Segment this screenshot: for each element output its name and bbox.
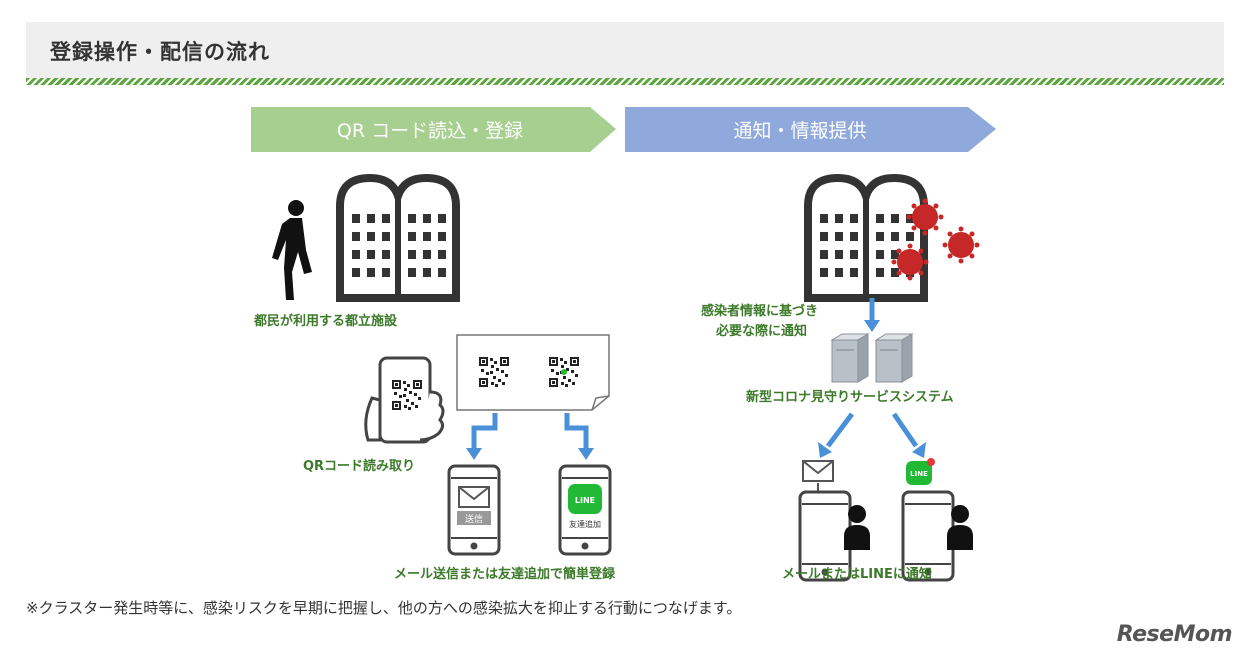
footnote: ※クラスター発生時等に、感染リスクを早期に把握し、他の方への感染拡大を抑止する行… [26, 599, 742, 617]
resemom-logo: ReseMom [1116, 622, 1233, 647]
qr-read-label: QRコード読み取り [303, 458, 415, 474]
server-icon [831, 333, 913, 383]
arrow-to-line-user-icon [891, 412, 926, 458]
qr-code-mail-icon [479, 357, 509, 387]
header-divider [26, 78, 1224, 85]
line-logo-icon: LINE [575, 496, 595, 505]
line-notification-icon: LINE [906, 458, 935, 485]
notify-condition-label-1: 感染者情報に基づき [701, 303, 818, 319]
arrow-to-mail-user-icon [818, 412, 854, 458]
step-arrow-notify [625, 107, 996, 152]
infected-facility-building-icon [808, 178, 924, 298]
virus-icon [942, 226, 980, 264]
step-label-notify: 通知・情報提供 [733, 120, 866, 142]
step-arrow-qr-register [251, 107, 616, 152]
virus-icon [906, 198, 944, 236]
arrow-to-line-icon [564, 413, 589, 450]
arrow-to-mail-icon [471, 413, 498, 450]
system-label: 新型コロナ見守りサービスシステム [746, 389, 954, 405]
facility-building-icon [340, 178, 456, 298]
section-header: 登録操作・配信の流れ [26, 22, 1224, 78]
hand-phone-qr-icon [364, 356, 445, 444]
arrow-to-system-icon [864, 298, 880, 332]
line-logo-icon: LINE [910, 470, 928, 478]
step-label-qr-register: QR コード読込・登録 [337, 120, 523, 142]
register-label: メール送信または友達追加で簡単登録 [394, 566, 616, 582]
phone-mail-send: 送信 [447, 464, 501, 556]
mail-send-button-label: 送信 [465, 513, 483, 525]
flow-diagram: QR コード読込・登録 通知・情報提供 都民が利用する都立施設 QRコード読み取… [251, 107, 996, 582]
walking-person-icon [272, 200, 312, 300]
qr-code-poster [456, 334, 610, 411]
page-title: 登録操作・配信の流れ [50, 40, 270, 64]
notify-result-label: メールまたはLINEに通知 [782, 566, 932, 582]
mail-notification-icon [802, 460, 834, 491]
line-add-friend-label: 友達追加 [569, 519, 601, 529]
phone-line-add-friend: LINE 友達追加 [558, 464, 612, 556]
notify-condition-label-2: 必要な際に通知 [715, 323, 807, 339]
facility-label: 都民が利用する都立施設 [253, 313, 398, 329]
